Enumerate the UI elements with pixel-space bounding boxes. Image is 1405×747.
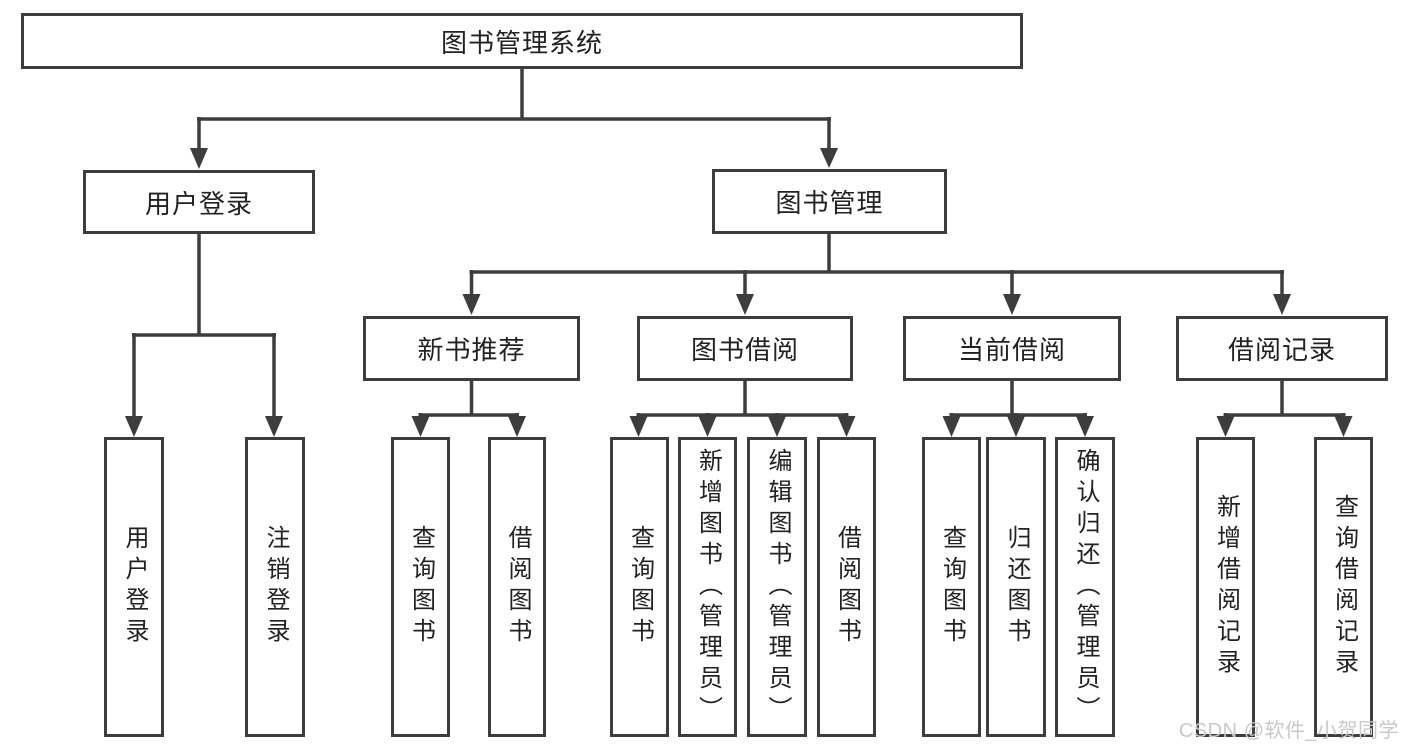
node-label: 当前借阅 (957, 335, 1066, 365)
node-section-book-borrowing: 图书借阅 (637, 316, 853, 381)
leaf-query-borrow-record: 查询借阅记录 (1314, 437, 1373, 737)
leaf-borrow-books-recommend: 借阅图书 (488, 437, 546, 737)
node-section-borrowing-records: 借阅记录 (1176, 316, 1388, 381)
node-label: 查询图书 (407, 525, 435, 649)
node-label: 借阅图书 (833, 525, 861, 649)
node-label: 借阅图书 (504, 525, 531, 649)
leaf-add-books-admin: 新增图书（管理员） (678, 437, 737, 737)
watermark-text: CSDN @软件_小贺同学 (1178, 720, 1399, 742)
node-branch-user-login: 用户登录 (83, 170, 315, 234)
leaf-return-books: 归还图书 (986, 437, 1046, 737)
leaf-user-login: 用户登录 (104, 437, 164, 737)
node-label: 查询图书 (626, 525, 654, 649)
node-label: 归还图书 (1003, 525, 1030, 649)
node-label: 查询图书 (938, 525, 966, 649)
leaf-borrow-books-borrowing: 借阅图书 (817, 437, 876, 737)
node-label: 图书管理系统 (440, 27, 603, 58)
leaf-query-books-current: 查询图书 (922, 437, 981, 737)
arrowheads (125, 148, 1353, 437)
node-label: 查询借阅记录 (1330, 494, 1358, 680)
node-label: 用户登录 (144, 188, 253, 219)
leaf-query-books-recommend: 查询图书 (391, 437, 450, 737)
leaf-add-borrow-record: 新增借阅记录 (1196, 437, 1255, 737)
node-root-system: 图书管理系统 (21, 13, 1023, 69)
node-label: 新增图书（管理员） (694, 447, 722, 727)
node-label: 新书推荐 (417, 335, 526, 365)
node-label: 编辑图书（管理员） (764, 447, 791, 727)
node-label: 图书借阅 (690, 335, 799, 365)
node-label: 借阅记录 (1227, 335, 1336, 365)
node-label: 图书管理 (775, 188, 884, 218)
node-label: 新增借阅记录 (1212, 494, 1240, 680)
leaf-confirm-return-admin: 确认归还（管理员） (1055, 437, 1115, 737)
node-section-current-borrowing: 当前借阅 (903, 316, 1121, 381)
node-label: 确认归还（管理员） (1072, 447, 1099, 727)
node-section-new-book-recommend: 新书推荐 (363, 316, 580, 381)
leaf-logout: 注销登录 (245, 437, 305, 737)
leaf-query-books-borrowing: 查询图书 (610, 437, 669, 737)
leaf-edit-books-admin: 编辑图书（管理员） (747, 437, 807, 737)
node-label: 注销登录 (262, 525, 289, 649)
node-label: 用户登录 (121, 525, 148, 649)
node-branch-book-management: 图书管理 (712, 169, 947, 234)
